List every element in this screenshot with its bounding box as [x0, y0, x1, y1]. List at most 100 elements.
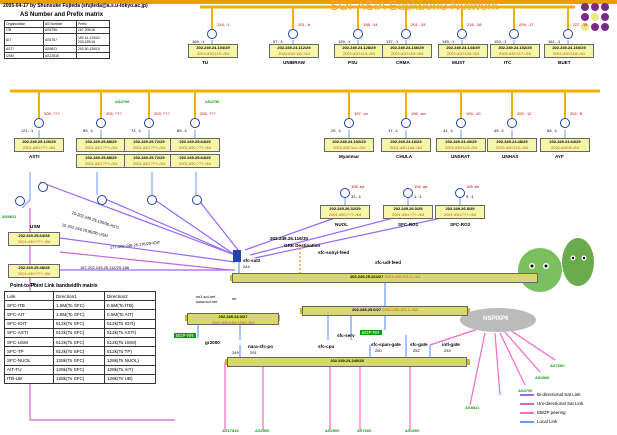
- router-addr-wan: 209, :17: [519, 22, 534, 27]
- site-router: [340, 188, 350, 198]
- author-line: 2005-04-17 by Shunsuke Fujieda (sfujieda…: [3, 3, 148, 9]
- site-v6-prefix: 2001:d30:118::/64: [553, 51, 585, 56]
- site-router: [560, 118, 570, 128]
- site-router: [34, 118, 44, 128]
- router-addr-wan: 202, :ff: [570, 111, 583, 116]
- site-router: [455, 188, 465, 198]
- asn-label: AS5811: [465, 405, 480, 410]
- site-router: [401, 118, 411, 128]
- bw-column-header: Link: [4, 290, 54, 302]
- asn-label: AS4700: [518, 388, 533, 393]
- site-router: [97, 195, 107, 205]
- site-name: Myanmar: [339, 154, 360, 159]
- legend-swatch: [520, 412, 534, 414]
- ebgp-links: [224, 324, 556, 430]
- site-v4-prefix: 202.249.25.72/29: [133, 139, 165, 144]
- as-cell: ASTI: [4, 45, 44, 53]
- site-v6-prefix: 2001:d30:1cc::/64: [333, 145, 365, 150]
- bw-cell: 0.5M(To AIT): [104, 309, 156, 320]
- router-addr-wan: 199, :10: [466, 111, 481, 116]
- bw-cell: 512k(To TP): [104, 346, 156, 357]
- site-v6-prefix: 2001:d30:???::/64: [84, 161, 118, 166]
- legend-label: Local Link: [537, 419, 558, 424]
- site-v4-prefix: 202.249.24.192/29: [332, 139, 366, 144]
- asn-label: AS7660: [357, 428, 372, 433]
- site-v4-prefix: 202.249.24.160/29: [552, 45, 586, 50]
- top-drops: [211, 7, 569, 29]
- site-name: TP: [30, 282, 36, 287]
- site-name: AYF: [555, 154, 564, 159]
- site-v6-prefix: 2001:d30:117::/64: [499, 51, 531, 56]
- legend-swatch: [520, 403, 534, 405]
- router-addr-lan: 169, :1: [192, 39, 205, 44]
- site-name: PSU: [348, 60, 358, 65]
- router-addr-lan: 57, :1: [273, 39, 284, 44]
- rtr-num-249: 249: [232, 350, 239, 355]
- udl-host2: www.soi.net: [196, 299, 218, 304]
- rtr-num-253: 253: [444, 348, 451, 353]
- nspixp-cloud: [460, 308, 536, 332]
- as-cell: [76, 51, 110, 60]
- bus1-v4: 202.249.25.224/27: [349, 274, 384, 279]
- site-v4-prefix: 202.249.25.120/29: [22, 139, 56, 144]
- bus3-label: 202.249.24.0/27 2001:d30:102:1000::/64: [187, 313, 279, 325]
- bw-cell: SFC-IOIT: [4, 318, 54, 329]
- as-cell: AS9821: [43, 45, 77, 53]
- asn-label: AS9821: [2, 214, 17, 219]
- router-addr-wan: 201, :b: [298, 22, 311, 27]
- site-name: NUOL: [335, 222, 349, 227]
- asn-label: AS17816: [222, 428, 239, 433]
- bw-cell: 128k(To AIT): [104, 364, 156, 375]
- site-router: [38, 182, 48, 192]
- site-v6-prefix: 2001:d30:???::/64: [132, 145, 166, 150]
- site-router: [457, 29, 467, 39]
- mr-label: mr: [232, 296, 237, 301]
- asn-label: AS2500: [325, 428, 340, 433]
- udl-host: ns1.soi.net: [196, 294, 216, 299]
- as-table-title: AS Number and Prefix matrix: [20, 12, 104, 18]
- site-name: UNSRAT: [451, 154, 470, 159]
- asn-label: AS4796: [115, 99, 130, 104]
- sat2-label: sfc-sat2: [243, 258, 261, 263]
- site-v4-prefix: 202.249.26.32/29: [329, 206, 361, 211]
- site-router: [403, 188, 413, 198]
- site-v6-prefix: 2001:d30:???::/64: [22, 145, 56, 150]
- site-v6-prefix: 2001:d30:???::/64: [132, 161, 166, 166]
- site-name: BUET: [558, 60, 571, 65]
- banner-title: SOI-ASIA Backbone Network: [330, 0, 499, 13]
- site-router: [563, 29, 573, 39]
- bw-cell: 128k(To NUOL): [104, 355, 156, 366]
- bw-cell: SFC-USM: [4, 336, 54, 348]
- site-v6-prefix: 2001:d30:???::/64: [391, 212, 425, 217]
- bw-cell: SFC-ITB: [4, 300, 54, 311]
- as-cell: AS4767: [43, 33, 77, 47]
- site-name: UNHAS: [502, 154, 519, 159]
- router-addr-wan: 196, :dd: [411, 111, 426, 116]
- top-strip: [0, 0, 617, 4]
- router-addr-lan: 65, :1: [177, 128, 188, 133]
- bw-column-header: Direction2: [104, 290, 156, 302]
- router-addr-lan: 153, :1: [494, 39, 507, 44]
- router-addr-wan: 194 :aa: [414, 184, 428, 189]
- bus2-v6: 2001:d30:101:1::/64: [382, 307, 418, 312]
- gre-label: GRE Destination: [284, 243, 321, 248]
- site-router: [15, 196, 25, 206]
- bw-cell: SFC-NUOL: [4, 355, 54, 366]
- bus1-v6: 2001:d30:101:2::/64: [384, 274, 421, 279]
- sat2-icon: [233, 250, 241, 262]
